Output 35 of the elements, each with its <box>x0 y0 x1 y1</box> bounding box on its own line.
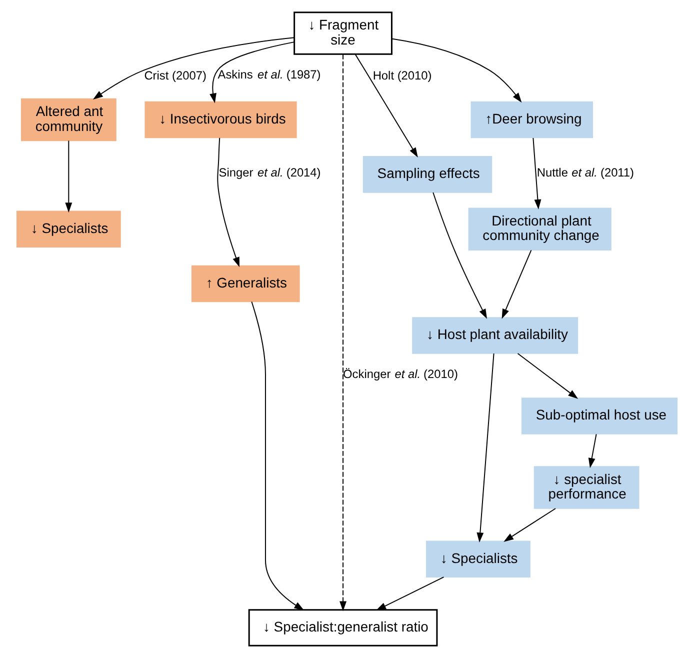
arrow <box>217 137 240 268</box>
arrow <box>476 352 494 543</box>
edge-label: Holt (2010) <box>372 68 432 83</box>
arrow <box>532 138 542 210</box>
arrow <box>504 508 556 542</box>
arrow <box>251 301 304 610</box>
arrow <box>588 434 597 468</box>
arrow <box>502 250 532 319</box>
node-box: ↑ Generalists <box>191 265 300 302</box>
node-box: ↓ Fragment size <box>294 12 392 55</box>
node-box: ↓ Specialist:generalist ratio <box>248 609 438 646</box>
node-box: Directional plant community change <box>468 208 612 250</box>
edge-label: Askins et al. (1987) <box>218 68 321 82</box>
node-box: Sampling effects <box>362 156 492 193</box>
arrow <box>517 353 578 399</box>
node-box: ↓ Specialists <box>426 540 530 578</box>
node-box: ↓ Host plant availability <box>412 317 578 354</box>
node-box: Altered ant community <box>20 98 116 142</box>
node-box: ↓ Insectivorous birds <box>144 101 297 138</box>
node-box: ↓ specialist performance <box>534 466 640 509</box>
arrow <box>432 192 487 319</box>
edge-label: Öckinger et al. (2010) <box>343 366 458 381</box>
edge-label: Crist (2007) <box>144 68 206 83</box>
arrow <box>340 54 346 612</box>
arrow <box>92 37 295 100</box>
node-box: ↓ Specialists <box>16 210 121 248</box>
arrow <box>354 54 418 158</box>
arrow <box>65 140 72 213</box>
arrow <box>210 42 295 104</box>
edge-label: Singer et al. (2014) <box>218 166 321 180</box>
arrow <box>391 38 522 103</box>
node-box: ↑Deer browsing <box>470 101 594 138</box>
edge-label: Nuttle et al. (2011) <box>536 166 634 180</box>
arrow <box>376 576 444 610</box>
node-box: Sub-optimal host use <box>521 398 678 434</box>
